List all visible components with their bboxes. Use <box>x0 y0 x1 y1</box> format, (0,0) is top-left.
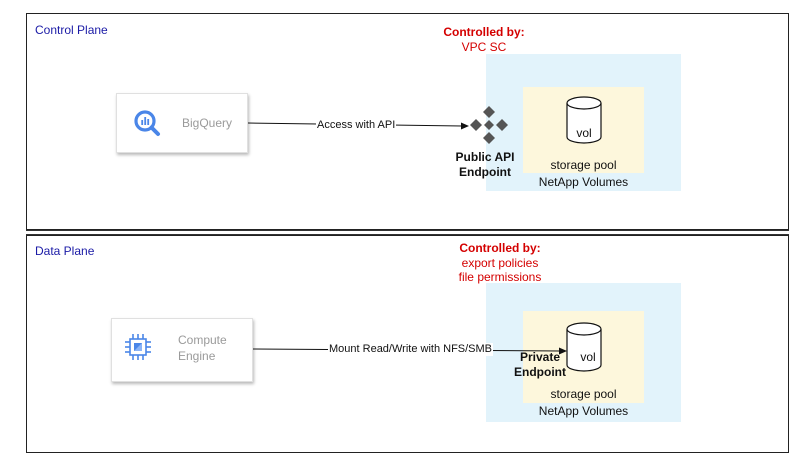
compute-engine-icon <box>125 334 151 360</box>
bigquery-service-name: BigQuery <box>182 116 233 130</box>
private-endpoint-label-line2: Endpoint <box>514 365 566 379</box>
data-plane-storage-pool-label: storage pool <box>550 387 617 401</box>
data-plane-volume-label: vol <box>580 350 596 364</box>
plane-separator-bottom <box>26 234 789 235</box>
data-plane-label: Data Plane <box>35 244 95 258</box>
data-plane-controlled-by-item-1: export policies <box>461 256 539 270</box>
public-api-endpoint-label-line1: Public API <box>455 150 515 164</box>
bigquery-icon <box>134 110 160 136</box>
data-plane-controlled-by-item-2: file permissions <box>458 270 542 284</box>
plane-separator-top <box>26 230 789 231</box>
control-plane-volume-cylinder-icon <box>566 96 602 144</box>
control-plane-volume-label: vol <box>576 126 592 140</box>
data-plane-volume-cylinder-icon <box>566 322 602 372</box>
data-plane-frame <box>26 235 789 453</box>
control-plane-storage-pool-label: storage pool <box>550 158 617 172</box>
data-plane-controlled-by-title: Controlled by: <box>459 241 541 255</box>
control-plane-label: Control Plane <box>35 23 108 37</box>
api-endpoint-icon <box>470 106 508 144</box>
compute-engine-name-line1: Compute <box>178 333 227 347</box>
data-plane-netapp-label: NetApp Volumes <box>538 404 629 418</box>
control-plane-controlled-by-title: Controlled by: <box>443 25 525 39</box>
bigquery-service-card[interactable] <box>116 93 248 153</box>
control-plane-controlled-by-item: VPC SC <box>461 40 507 54</box>
public-api-endpoint-label-line2: Endpoint <box>459 165 511 179</box>
compute-engine-name-line2: Engine <box>178 349 216 363</box>
control-plane-frame <box>26 13 789 230</box>
control-plane-netapp-label: NetApp Volumes <box>538 175 629 189</box>
private-endpoint-label-line1: Private <box>519 350 561 364</box>
control-plane-connection-label: Access with API <box>316 119 397 132</box>
data-plane-connection-label: Mount Read/Write with NFS/SMB <box>328 343 494 356</box>
